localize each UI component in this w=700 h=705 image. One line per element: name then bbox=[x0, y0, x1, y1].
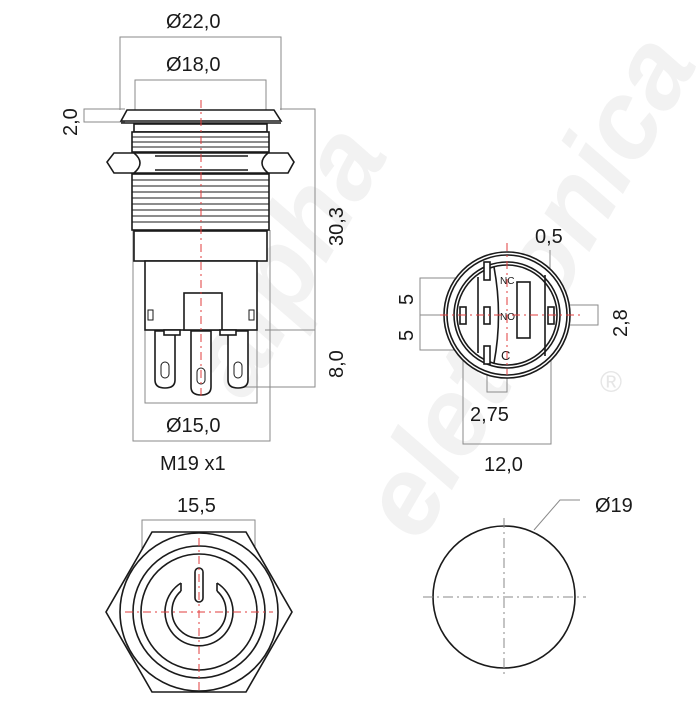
registered-mark: ® bbox=[600, 366, 622, 399]
dim-head-diameter: Ø18,0 bbox=[166, 54, 220, 76]
dim-thread: M19 x1 bbox=[160, 453, 226, 475]
power-icon bbox=[164, 567, 234, 647]
dim-overall-length: 30,3 bbox=[326, 207, 348, 246]
dim-terminal-width: 2,8 bbox=[610, 309, 632, 337]
pin-label-no: NO bbox=[500, 312, 515, 323]
dim-terminal-thickness: 0,5 bbox=[535, 226, 563, 248]
dim-tab-width: 2,75 bbox=[470, 404, 509, 426]
dim-body-diameter: Ø15,0 bbox=[166, 415, 220, 437]
panel-cutout-view: Ø19 bbox=[423, 495, 633, 678]
terminal-view: 5 5 0,5 2,8 2,75 12,0 NC NO C bbox=[396, 226, 632, 476]
dim-bezel-height: 2,0 bbox=[60, 108, 82, 136]
dim-across-flats: 15,5 bbox=[177, 495, 216, 517]
dim-hole-diameter: Ø19 bbox=[595, 495, 633, 517]
dim-body-width: 12,0 bbox=[484, 454, 523, 476]
side-view: Ø22,0 Ø18,0 2,0 30,3 8,0 Ø15,0 M19 x1 bbox=[60, 11, 348, 475]
dim-terminal-length: 8,0 bbox=[326, 350, 348, 378]
dim-pin-pitch-lower: 5 bbox=[396, 330, 418, 341]
dim-pin-pitch-upper: 5 bbox=[396, 294, 418, 305]
dim-bezel-diameter: Ø22,0 bbox=[166, 11, 220, 33]
pin-label-c: C bbox=[501, 348, 510, 363]
front-view: 15,5 bbox=[105, 495, 293, 693]
